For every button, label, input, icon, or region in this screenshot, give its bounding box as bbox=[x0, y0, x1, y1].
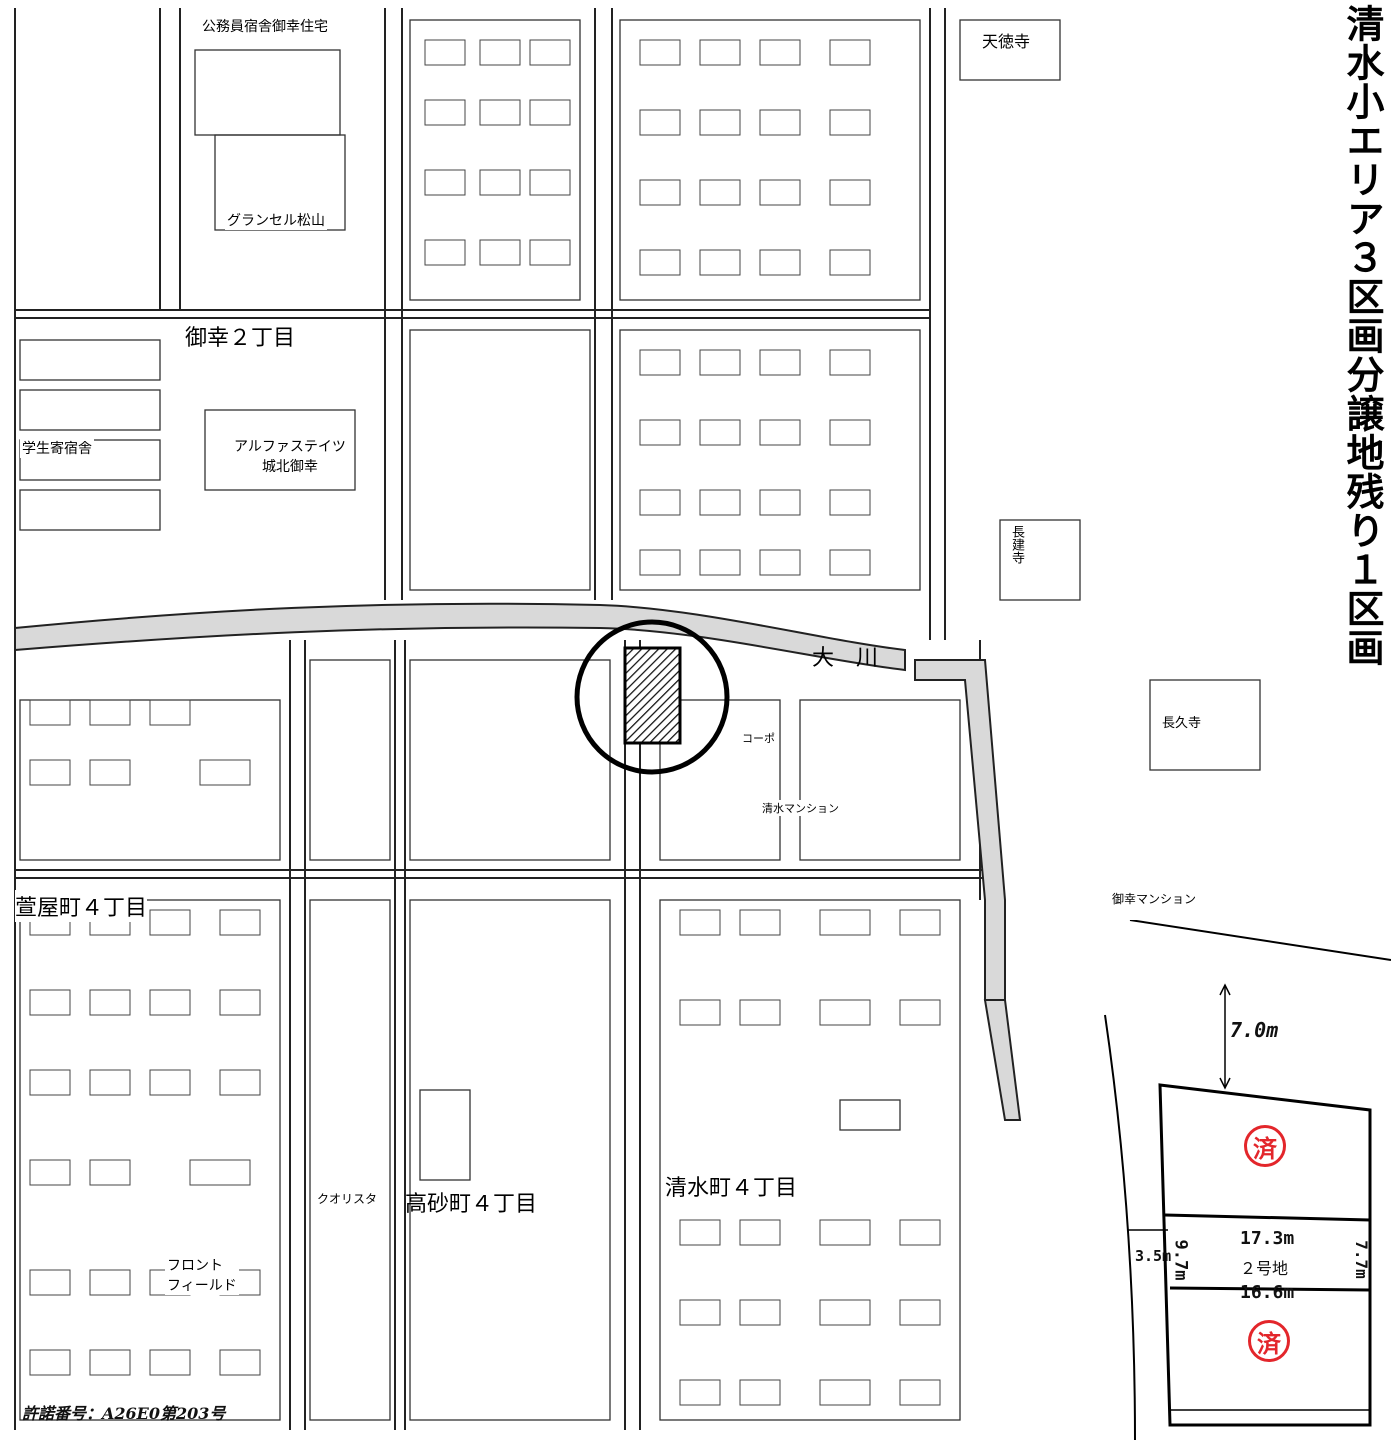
title-line-1: 清水小エリア bbox=[1340, 4, 1384, 238]
river-south bbox=[983, 999, 1022, 1121]
plot-top-width: 7.0m bbox=[1230, 1018, 1279, 1042]
title-line-2: ３区画分譲地 bbox=[1340, 238, 1384, 472]
sale-title: 清水小エリア３区画分譲地残り１区画 bbox=[1339, 4, 1385, 924]
area-label-takasago: 高砂町４丁目 bbox=[405, 1192, 538, 1217]
poi-choukenji: 長建寺 bbox=[1005, 525, 1028, 564]
target-lot bbox=[623, 646, 682, 745]
title-line-3: 残り１区画 bbox=[1340, 472, 1384, 667]
plot-left-depth: 9.7m bbox=[1170, 1239, 1191, 1281]
sold-mark-upper: 済 bbox=[1244, 1125, 1286, 1167]
area-label-kaya: 萱屋町４丁目 bbox=[15, 890, 148, 922]
river-label: 大 川 bbox=[812, 646, 879, 671]
poi-granseru: グランセル松山 bbox=[225, 210, 327, 230]
area-label-shimizu: 清水町４丁目 bbox=[665, 1176, 798, 1201]
poi-kuoristar: クオリスタ bbox=[315, 1190, 380, 1207]
plot-diagram: 7.0m 済 17.3m ２号地 16.6m 9.7m 7.7m 3.5m 済 bbox=[1080, 919, 1391, 1441]
plot-road-width: 3.5m bbox=[1135, 1247, 1172, 1265]
target-circle bbox=[574, 619, 730, 775]
river bbox=[14, 602, 906, 672]
plot-lot-name: ２号地 bbox=[1240, 1259, 1289, 1278]
poi-miyuki-mansion: 御幸マンション bbox=[1110, 890, 1199, 907]
area-label-miyuki: 御幸２丁目 bbox=[185, 326, 296, 351]
permit-number: 許諾番号：A26E0第203号 bbox=[22, 1404, 226, 1423]
poi-gakusei: 学生寄宿舎 bbox=[20, 438, 94, 458]
plot-upper-side: 17.3m bbox=[1240, 1228, 1295, 1249]
poi-tentokuji: 天徳寺 bbox=[980, 28, 1033, 52]
poi-koumuin: 公務員宿舎御幸住宅 bbox=[200, 16, 330, 36]
poi-front: フロント フィールド bbox=[165, 1255, 239, 1295]
sold-mark-lower: 済 bbox=[1248, 1320, 1290, 1362]
roads bbox=[14, 8, 990, 1430]
poi-alpha: アルファステイツ 城北御幸 bbox=[232, 436, 348, 476]
poi-chourakuji: 長久寺 bbox=[1160, 712, 1204, 731]
plot-right-depth: 7.7m bbox=[1351, 1240, 1371, 1279]
poi-shinden: 清水マンション bbox=[760, 800, 841, 816]
plot-svg bbox=[1104, 919, 1391, 1441]
plot-lower-side: 16.6m bbox=[1240, 1282, 1295, 1303]
poi-kouboku: コーポ bbox=[740, 730, 777, 746]
